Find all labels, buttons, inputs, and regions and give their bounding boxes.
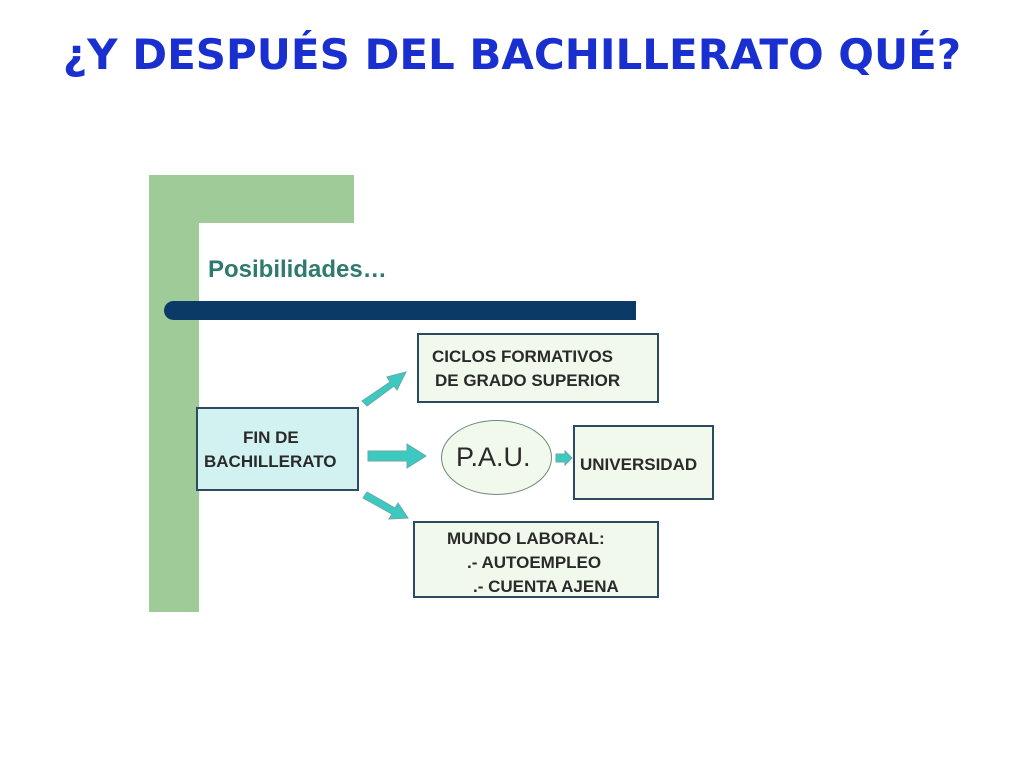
pau-label: P.A.U.: [456, 442, 531, 472]
divider-bar: [164, 301, 636, 320]
mundo-line1: MUNDO LABORAL:: [447, 529, 605, 548]
box-mundo-laboral: MUNDO LABORAL: .- AUTOEMPLEO .- CUENTA A…: [413, 521, 659, 598]
box-universidad: UNIVERSIDAD: [573, 425, 714, 500]
arrow-to-ciclos: [361, 371, 407, 407]
diagram-subtitle: Posibilidades…: [208, 256, 387, 283]
pau-ellipse: [441, 420, 552, 495]
ciclos-line1: CICLOS FORMATIVOS: [432, 347, 614, 366]
slide-title: ¿Y DESPUÉS DEL BACHILLERATO QUÉ?: [62, 30, 962, 79]
green-frame-vertical: [149, 175, 199, 612]
universidad-label: UNIVERSIDAD: [580, 455, 698, 474]
source-box-line2: BACHILLERATO: [204, 452, 337, 471]
mundo-line2: .- AUTOEMPLEO: [467, 553, 602, 572]
arrow-to-universidad: [555, 449, 573, 467]
green-frame-horizontal: [149, 175, 354, 223]
ciclos-line2: DE GRADO SUPERIOR: [435, 371, 621, 390]
source-box-line1: FIN DE: [243, 428, 299, 447]
mundo-line3: .- CUENTA AJENA: [473, 577, 619, 596]
frame-corner: [199, 223, 354, 253]
box-ciclos-formativos: CICLOS FORMATIVOS DE GRADO SUPERIOR: [417, 333, 659, 403]
source-box-fin-bachillerato: FIN DE BACHILLERATO: [196, 407, 359, 491]
arrow-to-pau: [367, 443, 427, 469]
arrow-to-mundo: [362, 491, 409, 520]
